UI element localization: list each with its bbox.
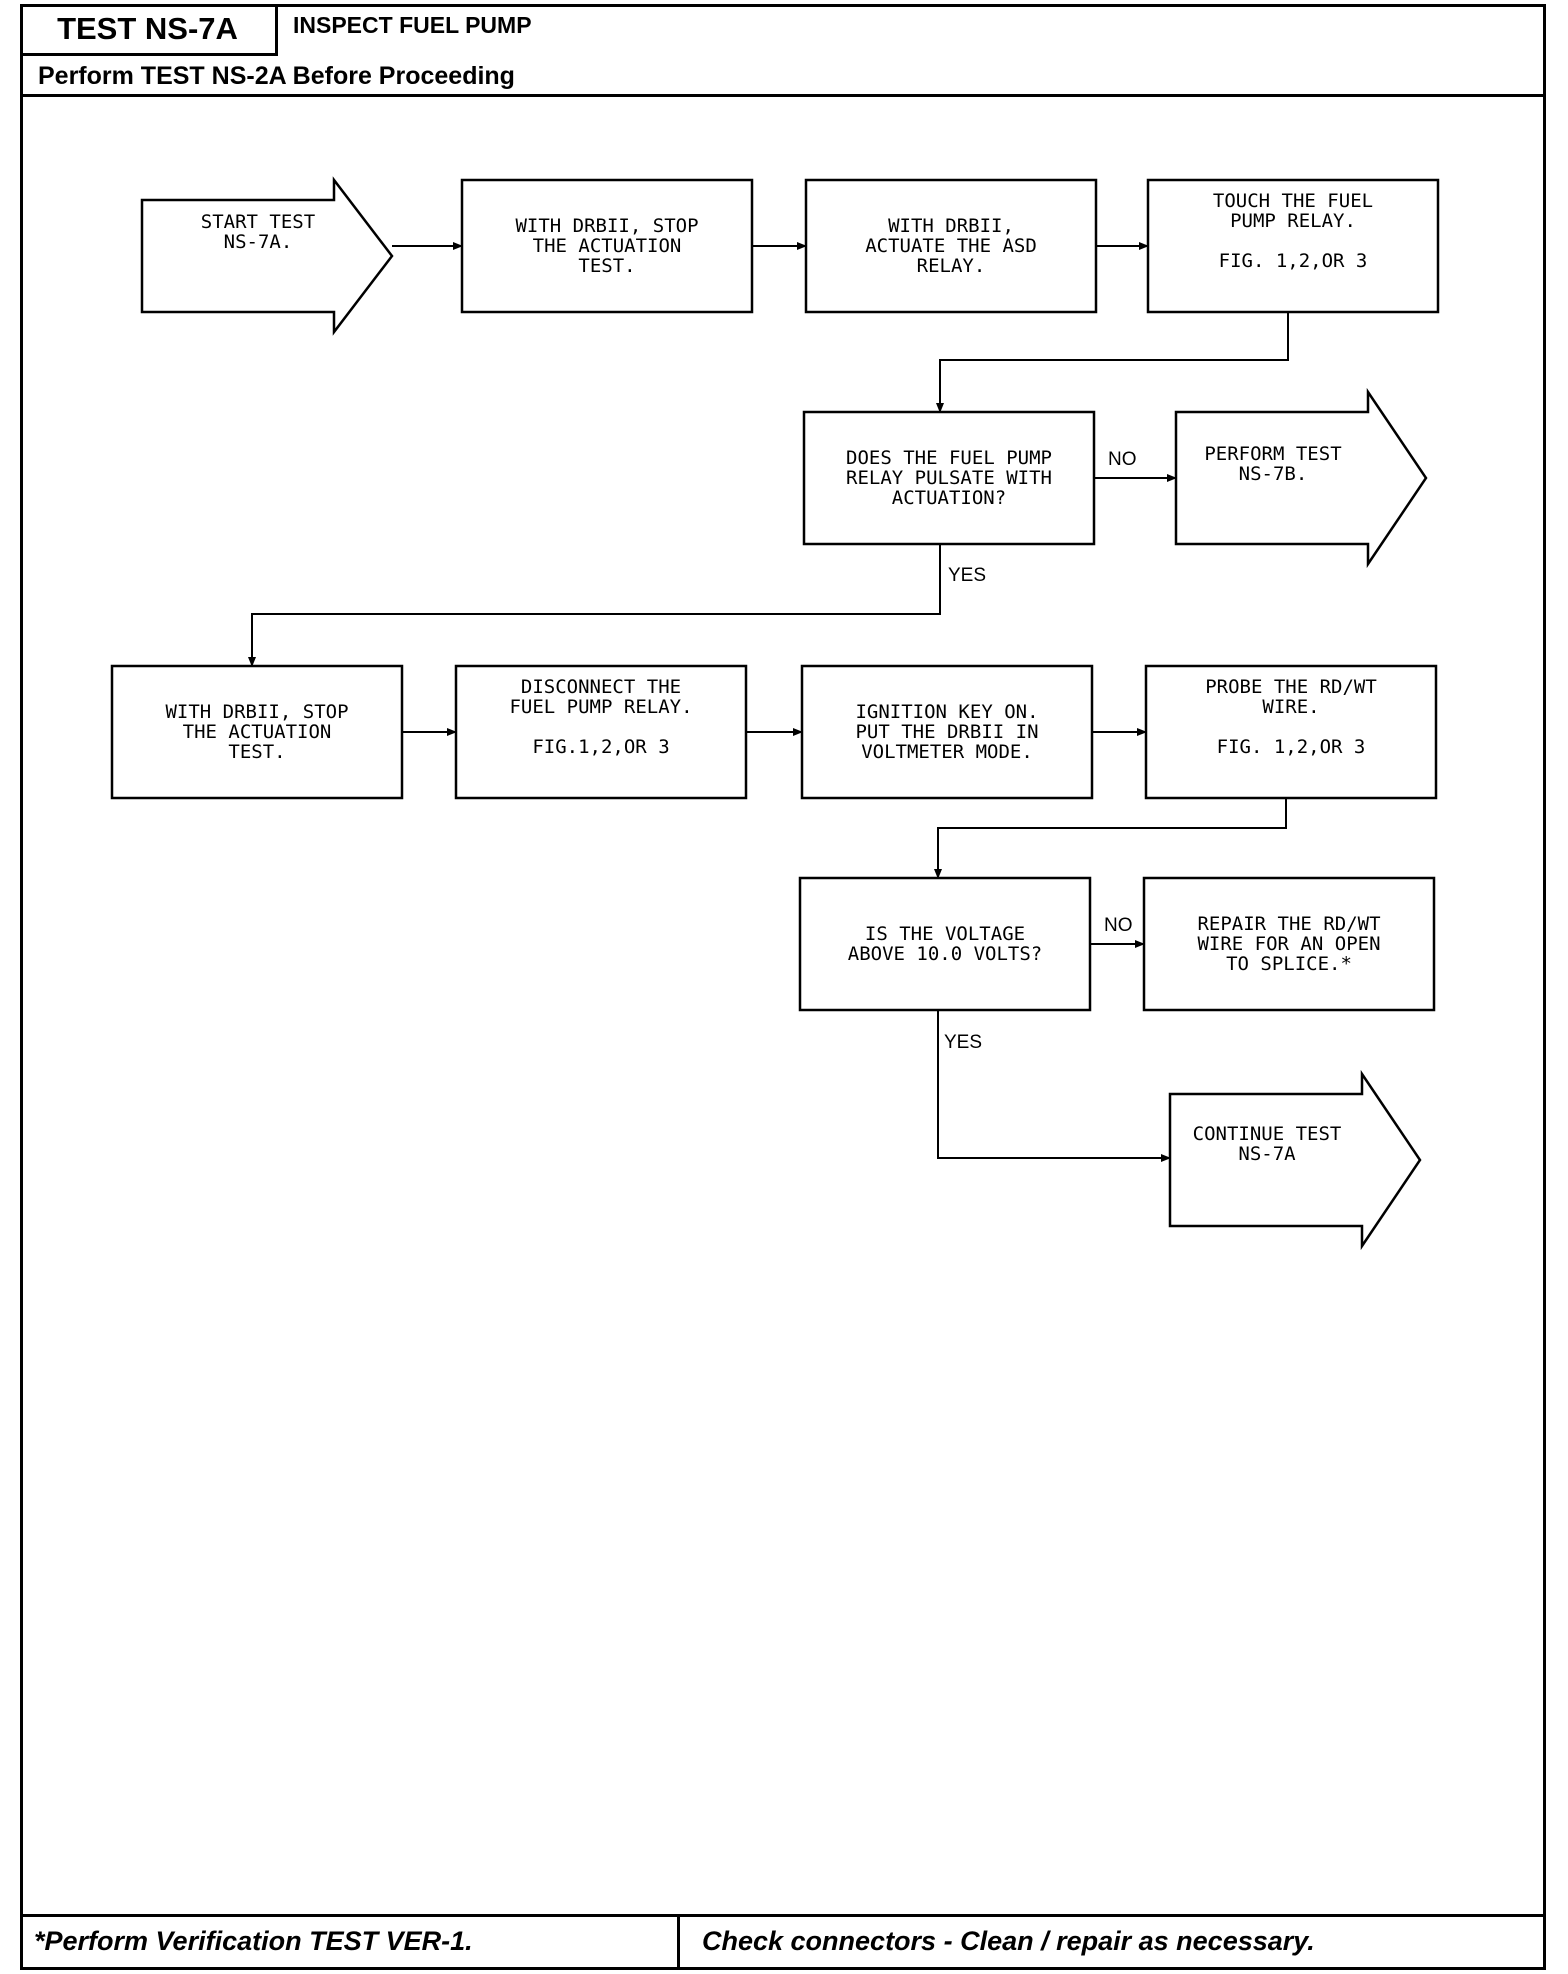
node-text-line: THE ACTUATION [533, 235, 682, 257]
footer-verification-note: *Perform Verification TEST VER-1. [34, 1926, 473, 1956]
arrow-shape [140, 176, 394, 336]
flowchart-edges [248, 242, 1289, 1162]
node-text-line: IS THE VOLTAGE [865, 923, 1025, 945]
node-text-line: IGNITION KEY ON. [855, 701, 1038, 723]
edge-label-no-2: NO [1104, 915, 1133, 936]
node-text-line: PERFORM TEST [1204, 443, 1341, 465]
node-text-line: NS-7B. [1239, 463, 1308, 485]
process-box [1142, 876, 1436, 1012]
node-text-line: CONTINUE TEST [1193, 1123, 1342, 1145]
node-text-line: TOUCH THE FUEL [1213, 190, 1373, 212]
node-text-line: START TEST [201, 211, 315, 233]
process-box [1144, 664, 1438, 800]
flowchart-edge-labels: NO YES NO YES [944, 449, 1137, 1053]
node-text-line: VOLTMETER MODE. [861, 741, 1033, 763]
node-text-line: WITH DRBII, STOP [165, 701, 348, 723]
node-text-line: ACTUATE THE ASD [865, 235, 1037, 257]
arrow-shape [1174, 387, 1428, 569]
process-box [110, 664, 404, 800]
node-text-line: FIG.1,2,OR 3 [532, 736, 669, 758]
footer-separator [677, 1914, 680, 1970]
node-text-line: PUMP RELAY. [1230, 210, 1356, 232]
process-box [798, 876, 1092, 1012]
edge-label-yes-2: YES [944, 1032, 982, 1053]
node-text-line: THE ACTUATION [183, 721, 332, 743]
node-text-line: NS-7A [1238, 1143, 1296, 1165]
node-text-line: WIRE. [1262, 696, 1319, 718]
node-text-line: WITH DRBII, [888, 215, 1014, 237]
node-text-line: NS-7A. [224, 231, 293, 253]
process-box [800, 664, 1094, 800]
node-text-line: RELAY. [917, 255, 986, 277]
edge-voltage-yes [937, 1010, 1171, 1162]
process-box [460, 178, 754, 314]
arrow-shape [1168, 1069, 1422, 1251]
node-text-line: PUT THE DRBII IN [855, 721, 1038, 743]
process-box [804, 178, 1098, 314]
node-text-line: WIRE FOR AN OPEN [1197, 933, 1380, 955]
node-text-line: RELAY PULSATE WITH [846, 467, 1052, 489]
edge-label-yes-1: YES [948, 565, 986, 586]
page-frame [20, 4, 1546, 1970]
footer-divider [20, 1914, 1546, 1917]
precondition-text: Perform TEST NS-2A Before Proceeding [38, 62, 515, 90]
node-text-line: FUEL PUMP RELAY. [509, 696, 692, 718]
node-text-line: REPAIR THE RD/WT [1197, 913, 1380, 935]
header-divider [20, 94, 1546, 97]
edge-pulsate-yes [248, 544, 941, 667]
test-id-box: TEST NS-7A [20, 4, 278, 56]
node-text-line: TEST. [228, 741, 285, 763]
edge-touch-to-pulsate [936, 312, 1289, 413]
node-text-line: DISCONNECT THE [521, 676, 681, 698]
node-text-line: TO SPLICE.* [1226, 953, 1352, 975]
node-text-line: WITH DRBII, STOP [515, 215, 698, 237]
test-title: INSPECT FUEL PUMP [293, 12, 532, 38]
process-box [1146, 178, 1440, 314]
node-text-line: ACTUATION? [892, 487, 1006, 509]
edge-probe-to-voltage [934, 798, 1287, 879]
node-text-line: FIG. 1,2,OR 3 [1219, 250, 1368, 272]
process-box [802, 410, 1096, 546]
node-text-line: FIG. 1,2,OR 3 [1217, 736, 1366, 758]
node-ignition-on: IGNITION KEY ON.PUT THE DRBII INVOLTMETE… [800, 664, 1094, 800]
edge-label-no-1: NO [1108, 449, 1137, 470]
process-box [454, 664, 748, 800]
node-text-line: TEST. [578, 255, 635, 277]
node-text-line: PROBE THE RD/WT [1205, 676, 1377, 698]
footer-connector-note: Check connectors - Clean / repair as nec… [702, 1926, 1315, 1956]
node-text-line: DOES THE FUEL PUMP [846, 447, 1052, 469]
node-text-line: ABOVE 10.0 VOLTS? [848, 943, 1042, 965]
